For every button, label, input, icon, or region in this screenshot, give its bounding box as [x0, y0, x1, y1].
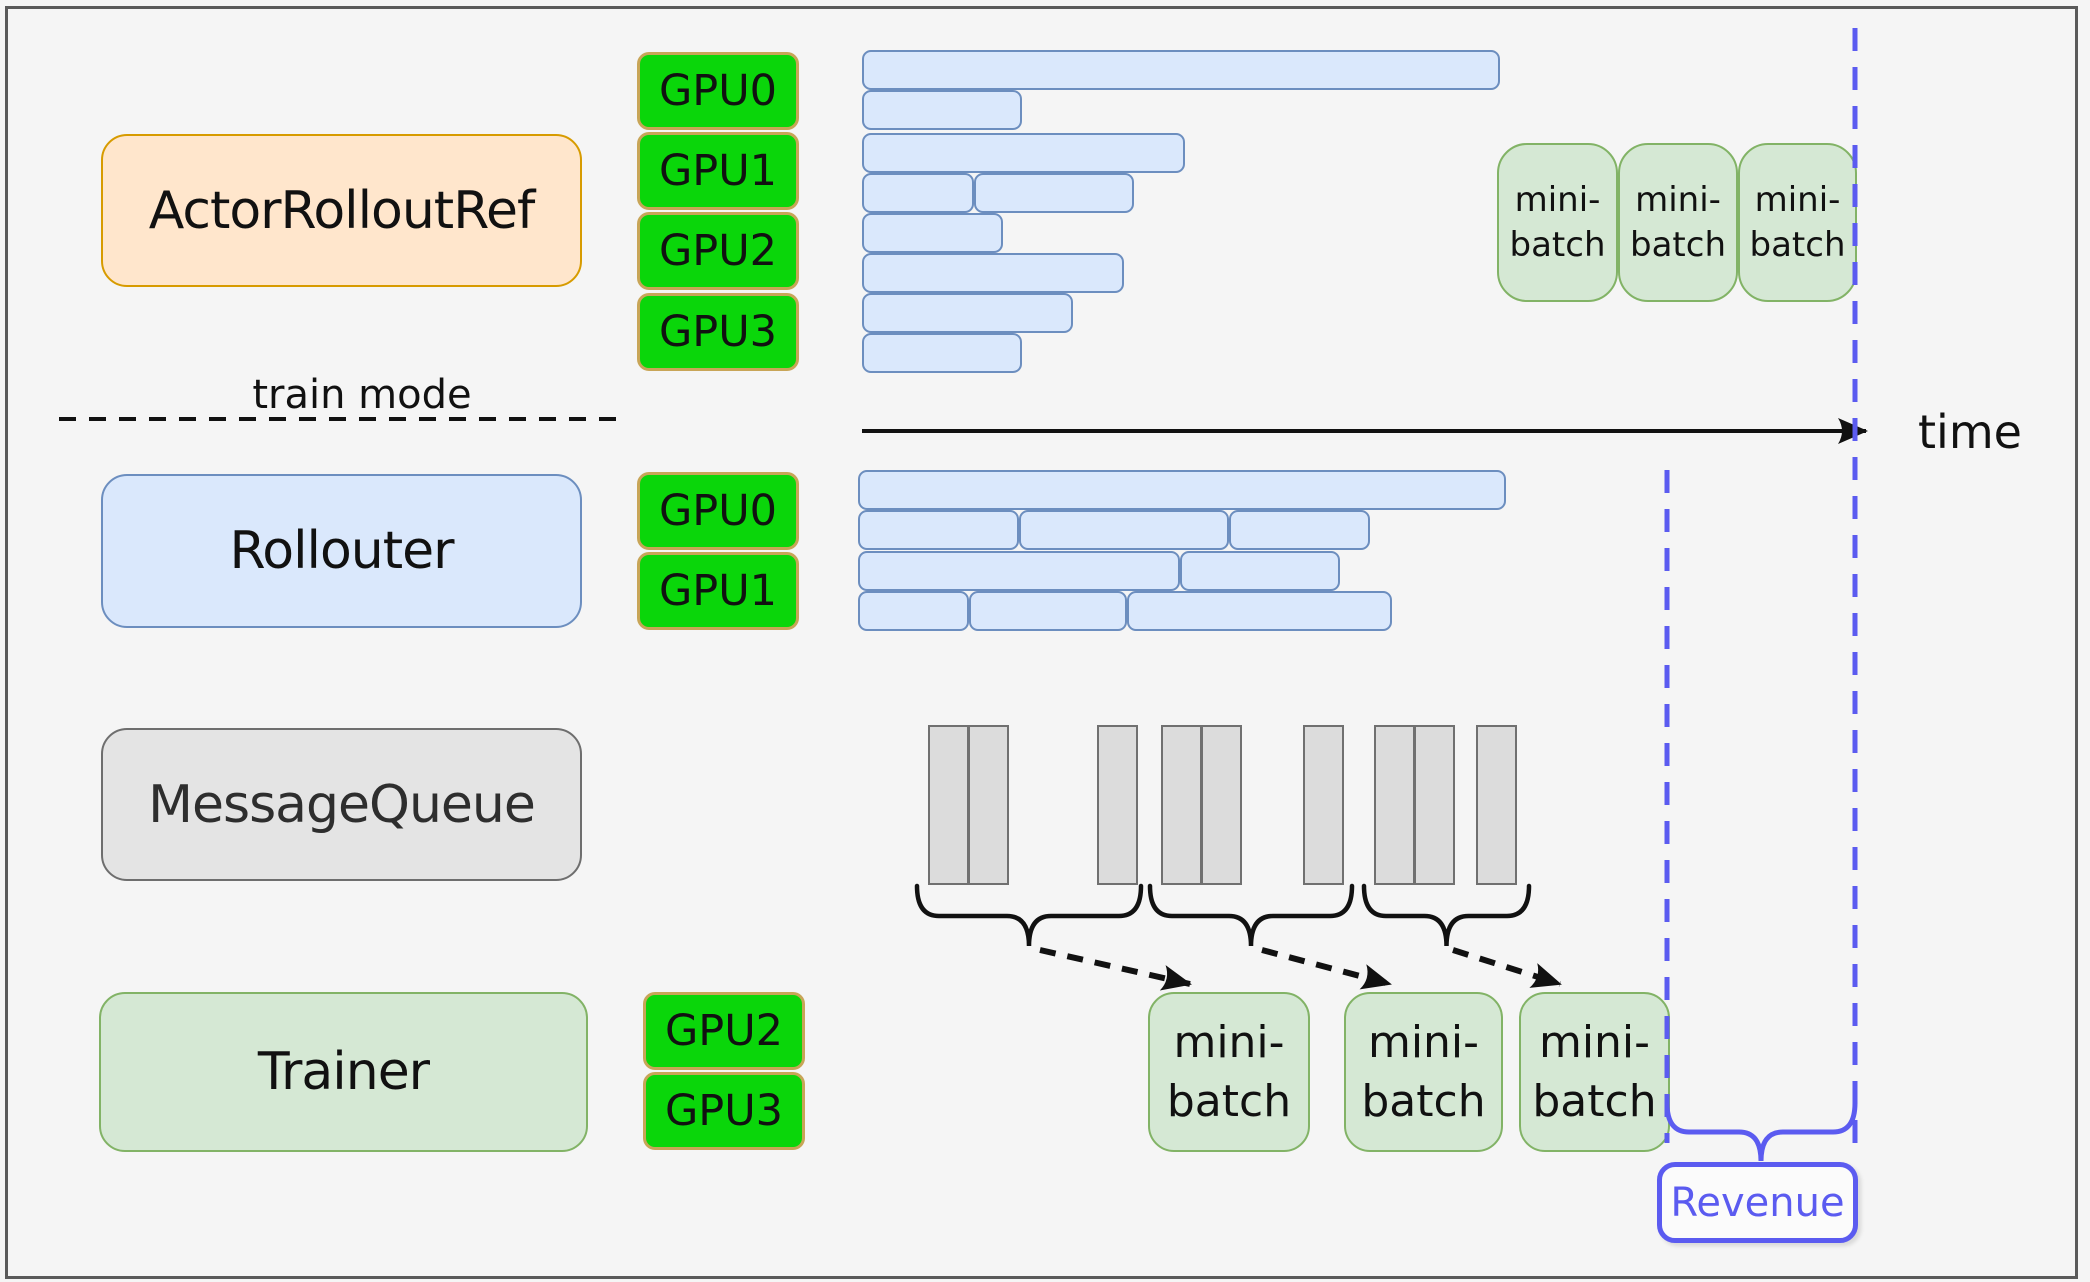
minibatch-line: mini-	[1173, 1016, 1285, 1068]
gpu-chip: GPU0	[637, 52, 799, 130]
timeline-bar	[1127, 591, 1392, 631]
minibatch-box: mini-batch	[1519, 992, 1670, 1152]
minibatch-line: batch	[1361, 1076, 1486, 1127]
timeline-bar	[1019, 510, 1229, 550]
gpu-chip: GPU3	[643, 1072, 805, 1150]
timeline-bar	[858, 551, 1180, 591]
queue-bar	[1097, 725, 1138, 885]
timeline-bar	[969, 591, 1127, 631]
timeline-bar	[862, 293, 1073, 333]
queue-bar	[1161, 725, 1202, 885]
minibatch-line: batch	[1166, 1076, 1292, 1127]
section-box-actorrolloutref: ActorRolloutRef	[101, 134, 582, 287]
minibatch-line: batch	[1509, 224, 1606, 265]
gpu-chip: GPU1	[637, 132, 799, 210]
minibatch-box: mini-batch	[1497, 143, 1618, 302]
minibatch-line: mini-	[1538, 1016, 1651, 1068]
section-box-rollouter: Rollouter	[101, 474, 582, 628]
minibatch-box: mini-batch	[1148, 992, 1310, 1152]
minibatch-line: mini-	[1367, 1016, 1480, 1068]
timeline-bar	[858, 510, 1019, 550]
timeline-bar	[858, 591, 969, 631]
dispatch-arrow	[1039, 947, 1192, 991]
minibatch-line: mini-	[1754, 180, 1841, 221]
gpu-chip: GPU2	[643, 992, 805, 1070]
timeline-bar	[862, 253, 1124, 293]
minibatch-box: mini-batch	[1344, 992, 1503, 1152]
timeline-bar	[862, 90, 1022, 130]
dispatch-arrow	[1261, 947, 1392, 990]
timeline-bar	[862, 213, 1003, 253]
revenue-label: Revenue	[1670, 1179, 1845, 1226]
queue-bar	[1303, 725, 1344, 885]
queue-bar	[1201, 725, 1242, 885]
grouping-brace	[1147, 883, 1355, 947]
section-box-messagequeue: MessageQueue	[101, 728, 582, 881]
minibatch-line: batch	[1749, 224, 1846, 265]
dispatch-arrow	[1452, 947, 1562, 988]
gpu-chip: GPU2	[637, 212, 799, 290]
revenue-box: Revenue	[1657, 1162, 1858, 1243]
revenue-brace	[1664, 1100, 1858, 1162]
gpu-chip: GPU0	[637, 472, 799, 550]
timeline-bar	[1180, 551, 1340, 591]
queue-bar	[928, 725, 969, 885]
queue-bar	[1414, 725, 1455, 885]
queue-bar	[1374, 725, 1415, 885]
queue-bar	[968, 725, 1009, 885]
grouping-brace	[1361, 883, 1532, 947]
timeline-bar	[858, 470, 1506, 510]
section-box-trainer: Trainer	[99, 992, 588, 1152]
timeline-bar	[974, 173, 1134, 213]
minibatch-line: mini-	[1635, 180, 1721, 221]
timeline-bar	[862, 133, 1185, 173]
timeline-bar	[862, 173, 974, 213]
timeline-bar	[862, 333, 1022, 373]
grouping-brace	[914, 883, 1144, 947]
time-axis-label: time	[1918, 405, 2022, 459]
queue-bar	[1476, 725, 1517, 885]
minibatch-box: mini-batch	[1738, 143, 1857, 302]
minibatch-line: batch	[1532, 1076, 1657, 1127]
minibatch-line: mini-	[1514, 180, 1601, 221]
timeline-bar	[1229, 510, 1370, 550]
gpu-chip: GPU3	[637, 293, 799, 371]
gpu-chip: GPU1	[637, 552, 799, 630]
train-mode-label: train mode	[252, 372, 472, 418]
minibatch-box: mini-batch	[1618, 143, 1738, 302]
minibatch-line: batch	[1630, 224, 1726, 265]
timeline-bar	[862, 50, 1500, 90]
